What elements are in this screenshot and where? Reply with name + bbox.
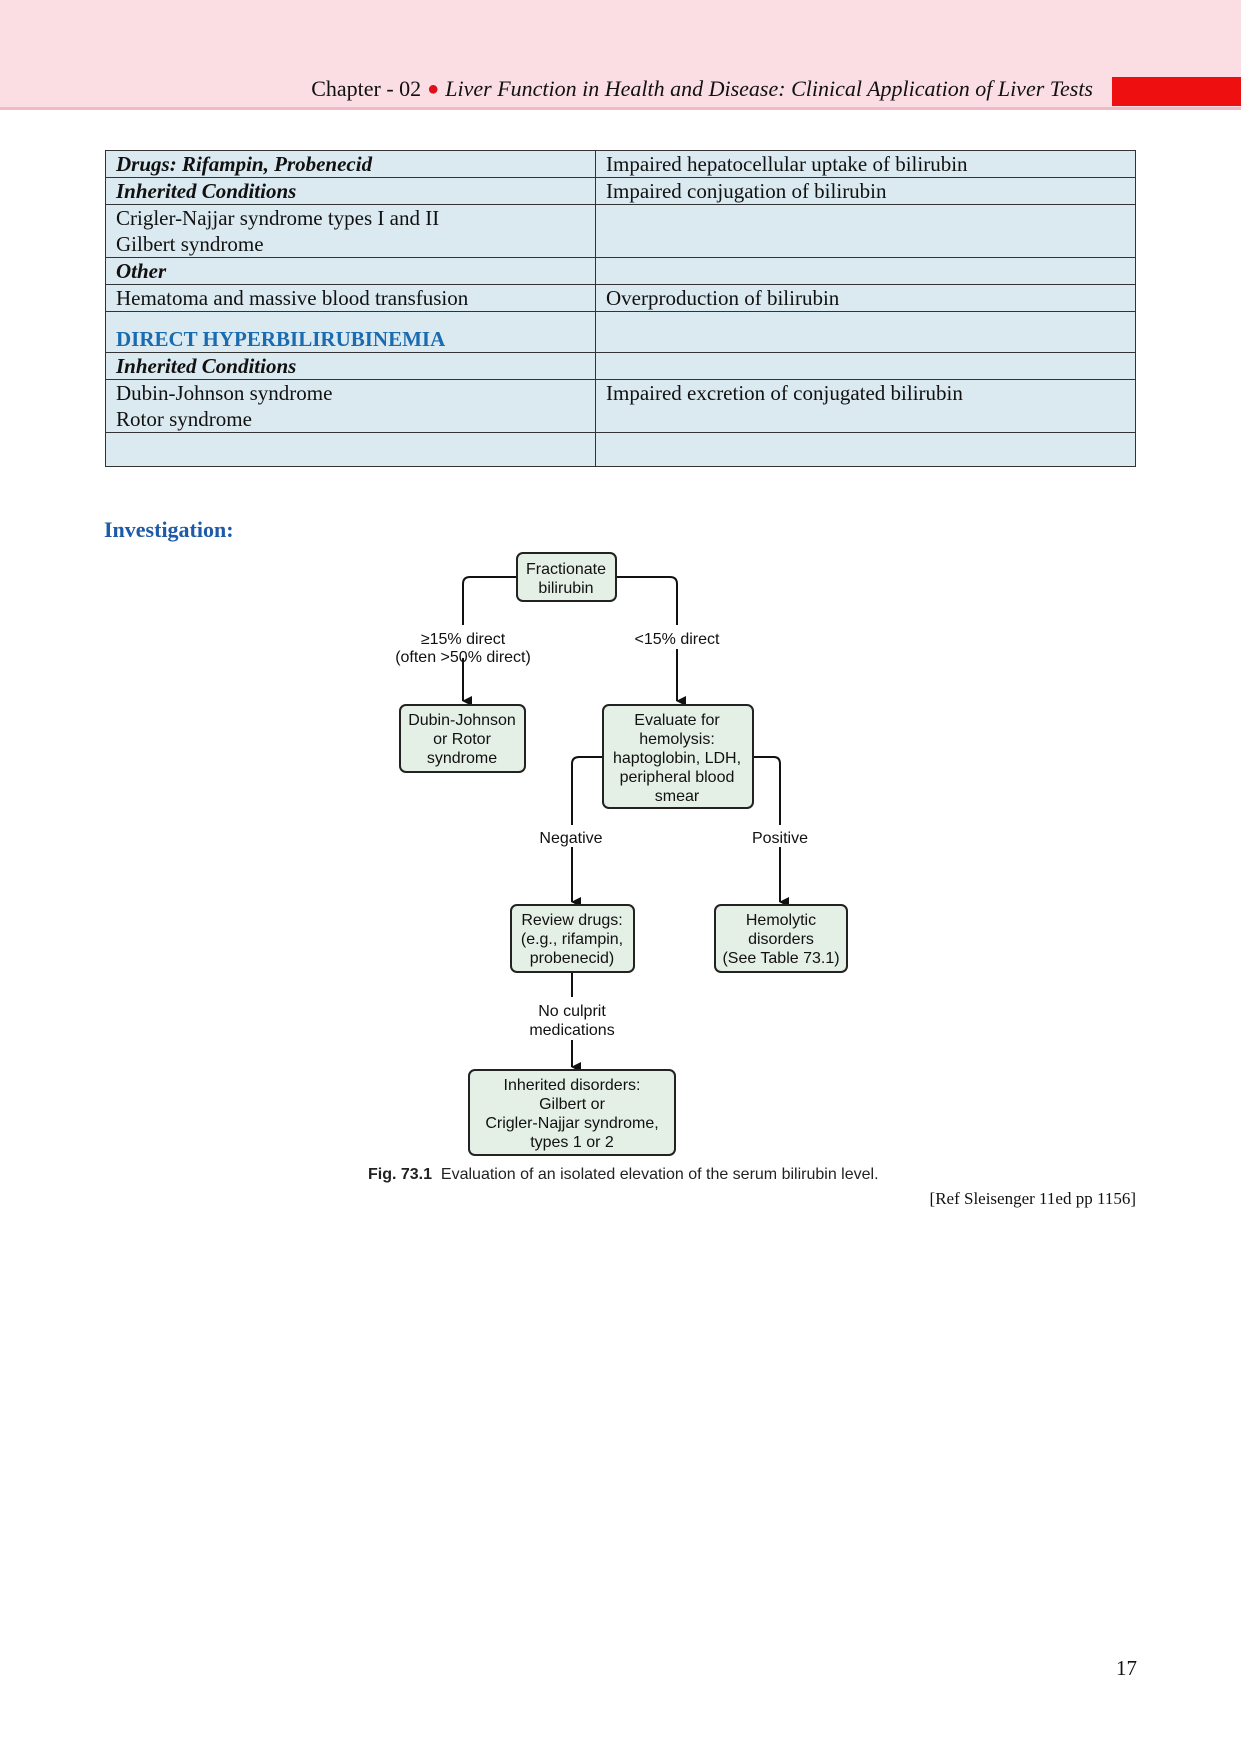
node-text: Review drugs: <box>521 912 622 929</box>
edge-label: Negative <box>539 830 602 847</box>
bilirubin-table: Drugs: Rifampin, Probenecid Impaired hep… <box>105 150 1136 467</box>
figure-caption-text: Evaluation of an isolated elevation of t… <box>440 1166 879 1183</box>
node-text: Crigler-Najjar syndrome, <box>485 1115 658 1132</box>
node-text: types 1 or 2 <box>530 1134 614 1151</box>
table-row: DIRECT HYPERBILIRUBINEMIA <box>105 311 1136 353</box>
table-cell: Impaired hepatocellular uptake of biliru… <box>595 150 1136 178</box>
table-row: Hematoma and massive blood transfusion O… <box>105 284 1136 312</box>
table-cell <box>595 432 1136 467</box>
table-cell: Inherited Conditions <box>105 177 596 205</box>
table-row: Drugs: Rifampin, Probenecid Impaired hep… <box>105 150 1136 178</box>
connector-line <box>616 576 678 625</box>
bilirubin-flowchart: Fractionate bilirubin Dubin-Johnson or R… <box>395 552 848 1156</box>
connector-line <box>462 576 517 625</box>
table-cell: Drugs: Rifampin, Probenecid <box>105 150 596 178</box>
node-dubin-rotor <box>399 704 526 773</box>
table-cell: Impaired conjugation of bilirubin <box>595 177 1136 205</box>
node-text: probenecid) <box>530 950 615 967</box>
table-cell <box>595 257 1136 285</box>
node-review-drugs <box>510 904 635 973</box>
node-text: bilirubin <box>538 580 593 597</box>
table-cell: Dubin-Johnson syndrome Rotor syndrome <box>105 379 596 433</box>
edge-label: (often >50% direct) <box>395 649 531 666</box>
figure-caption: Fig. 73.1 Evaluation of an isolated elev… <box>368 1166 879 1184</box>
connector-line <box>753 756 781 825</box>
edge-label: Positive <box>752 830 808 847</box>
chapter-number: Chapter - 02 <box>311 76 422 101</box>
table-cell: Impaired excretion of conjugated bilirub… <box>595 379 1136 433</box>
header-divider <box>0 107 1241 110</box>
figure-label: Fig. 73.1 <box>368 1166 433 1183</box>
table-row: Dubin-Johnson syndrome Rotor syndrome Im… <box>105 379 1136 433</box>
table-cell: Other <box>105 257 596 285</box>
node-text: hemolysis: <box>639 731 715 748</box>
bullet-icon: ● <box>427 78 440 100</box>
page-number: 17 <box>1116 1656 1137 1680</box>
node-text: (e.g., rifampin, <box>521 931 623 948</box>
node-text: peripheral blood <box>620 769 735 786</box>
table-cell-line: Crigler-Najjar syndrome types I and II <box>116 206 440 230</box>
node-text: disorders <box>748 931 814 948</box>
table-row: Inherited Conditions <box>105 352 1136 380</box>
node-text: Evaluate for <box>634 712 720 729</box>
edge-label: <15% direct <box>635 631 720 648</box>
node-fractionate <box>516 552 617 602</box>
header-red-tab <box>1112 77 1241 106</box>
connector-line <box>571 756 603 825</box>
section-heading: DIRECT HYPERBILIRUBINEMIA <box>105 311 596 353</box>
node-text: haptoglobin, LDH, <box>613 750 741 767</box>
node-text: Hemolytic <box>746 912 816 929</box>
table-cell <box>595 311 1136 353</box>
node-text: Dubin-Johnson <box>408 712 516 729</box>
edge-label: No culprit <box>538 1003 606 1020</box>
node-text: or Rotor <box>433 731 491 748</box>
node-text: Fractionate <box>526 561 606 578</box>
table-cell: Crigler-Najjar syndrome types I and II G… <box>105 204 596 258</box>
table-cell-line: Rotor syndrome <box>116 407 252 431</box>
node-text: (See Table 73.1) <box>722 950 839 967</box>
running-header: Chapter - 02●Liver Function in Health an… <box>311 76 1093 102</box>
edge-label: medications <box>529 1022 614 1039</box>
table-cell: Overproduction of bilirubin <box>595 284 1136 312</box>
node-inherited <box>468 1069 676 1156</box>
table-cell <box>105 432 596 467</box>
node-text: Inherited disorders: <box>504 1077 641 1094</box>
chapter-title: Liver Function in Health and Disease: Cl… <box>445 76 1093 101</box>
table-row: Crigler-Najjar syndrome types I and II G… <box>105 204 1136 258</box>
table-cell-line: Dubin-Johnson syndrome <box>116 381 333 405</box>
table-row <box>105 432 1136 467</box>
node-text: syndrome <box>427 750 497 767</box>
table-row: Inherited Conditions Impaired conjugatio… <box>105 177 1136 205</box>
reference-citation: [Ref Sleisenger 11ed pp 1156] <box>929 1189 1136 1208</box>
header-band <box>0 0 1241 110</box>
investigation-heading: Investigation: <box>104 517 234 542</box>
table-cell: Hematoma and massive blood transfusion <box>105 284 596 312</box>
table-cell: Inherited Conditions <box>105 352 596 380</box>
table-cell <box>595 204 1136 258</box>
node-hemolytic <box>714 904 848 973</box>
table-cell-line: Gilbert syndrome <box>116 232 264 256</box>
table-row: Other <box>105 257 1136 285</box>
table-cell <box>595 352 1136 380</box>
node-evaluate-hemolysis <box>602 704 754 809</box>
node-text: Gilbert or <box>539 1096 605 1113</box>
node-text: smear <box>655 788 700 805</box>
edge-label: ≥15% direct <box>421 631 506 648</box>
